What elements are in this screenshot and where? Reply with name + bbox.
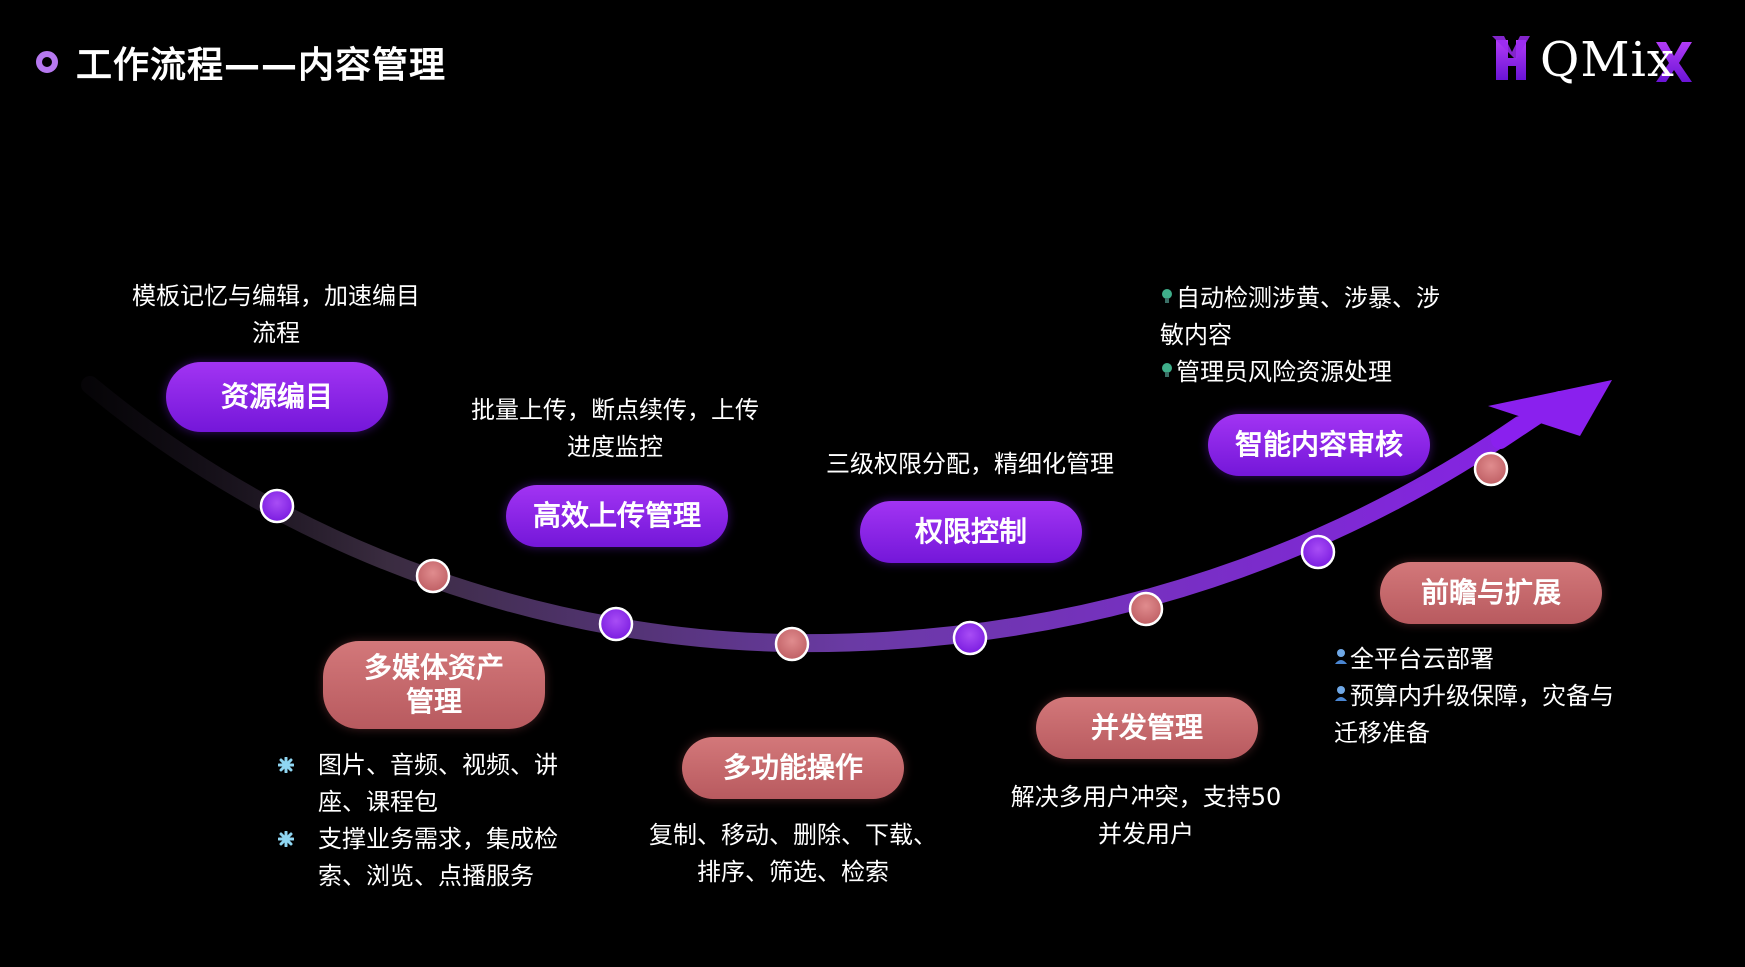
step-3-label: 高效上传管理: [506, 485, 728, 547]
step-8-bullet-line: 迁移准备: [1334, 719, 1430, 747]
user-bullet-icon: [1335, 686, 1347, 701]
step-8-bullet-item: 全平台云部署: [1334, 641, 1674, 678]
step-2-bullet-item: 图片、音频、视频、讲 座、课程包: [278, 747, 588, 821]
step-2-label-line: 多媒体资产: [363, 651, 504, 684]
step-5-desc-line: 三级权限分配，精细化管理: [826, 450, 1114, 478]
step-node-3: [598, 606, 634, 642]
step-node-7: [1300, 534, 1336, 570]
step-7-bullet-line: 敏内容: [1160, 321, 1232, 349]
step-7-label: 智能内容审核: [1208, 414, 1430, 476]
brand-logo-text: QMix: [1540, 32, 1675, 88]
step-6-label: 并发管理: [1036, 697, 1258, 759]
step-3-desc-line: 进度监控: [567, 433, 663, 461]
lightbulb-bullet-icon: [1162, 289, 1172, 303]
step-7-bullet-item: 自动检测涉黄、涉暴、涉: [1160, 280, 1490, 317]
step-node-2: [415, 558, 451, 594]
step-1-label-text: 资源编目: [220, 380, 333, 413]
step-4-label-text: 多功能操作: [722, 751, 863, 784]
page-title: 工作流程——内容管理: [76, 45, 447, 86]
step-node-4: [774, 626, 810, 662]
step-5-label: 权限控制: [860, 501, 1082, 563]
step-1-desc-line: 流程: [252, 319, 300, 347]
step-2-bullet-line: 图片、音频、视频、讲: [318, 751, 558, 779]
step-8-bullet-line: 全平台云部署: [1350, 645, 1494, 673]
step-3-label-text: 高效上传管理: [532, 499, 701, 532]
snowflake-bullet-icon: [278, 757, 294, 773]
step-2-bullet-item: 支撑业务需求，集成检 索、浏览、点播服务: [278, 821, 588, 895]
step-node-8: [1473, 451, 1509, 487]
step-7-bullet-list: 自动检测涉黄、涉暴、涉 敏内容 管理员风险资源处理: [1160, 280, 1490, 391]
snowflake-bullet-icon: [278, 831, 294, 847]
step-8-bullet-item: 预算内升级保障，灾备与: [1334, 678, 1674, 715]
step-6-desc-line: 解决多用户冲突，支持50: [1010, 783, 1282, 811]
step-8-bullet-line: 预算内升级保障，灾备与: [1350, 682, 1614, 710]
step-2-bullet-line: 座、课程包: [318, 788, 438, 816]
step-4-label: 多功能操作: [682, 737, 904, 799]
step-4-desc-line: 复制、移动、删除、下载、: [649, 821, 937, 849]
step-6-description: 解决多用户冲突，支持50 并发用户: [976, 779, 1316, 853]
step-node-5: [952, 620, 988, 656]
step-8-label-text: 前瞻与扩展: [1420, 576, 1561, 609]
step-8-bullet-list: 全平台云部署 预算内升级保障，灾备与 迁移准备: [1334, 641, 1674, 752]
step-2-bullet-list: 图片、音频、视频、讲 座、课程包 支撑业务需求，集成检 索、浏览、点播服务: [278, 747, 588, 895]
step-5-label-text: 权限控制: [914, 515, 1027, 548]
step-1-desc-line: 模板记忆与编辑，加速编目: [132, 282, 420, 310]
step-3-desc-line: 批量上传，断点续传，上传: [471, 396, 759, 424]
slide-header: 工作流程——内容管理: [36, 34, 446, 90]
flow-arrowhead-shaft: [1491, 391, 1569, 449]
step-2-label: 多媒体资产 管理: [323, 641, 545, 729]
lightbulb-bullet-icon: [1162, 363, 1172, 377]
step-1-label: 资源编目: [166, 362, 388, 432]
step-6-label-text: 并发管理: [1090, 711, 1203, 744]
step-7-bullet-line: 自动检测涉黄、涉暴、涉: [1176, 284, 1440, 312]
step-node-6: [1128, 591, 1164, 627]
yh-monogram-icon: [1492, 36, 1692, 82]
step-7-label-text: 智能内容审核: [1234, 428, 1403, 461]
step-7-bullet-item: 管理员风险资源处理: [1160, 354, 1490, 391]
step-2-label-line: 管理: [405, 685, 462, 718]
step-4-description: 复制、移动、删除、下载、 排序、筛选、检索: [623, 817, 963, 891]
brand-logo: QMix: [1490, 30, 1700, 90]
step-1-description: 模板记忆与编辑，加速编目 流程: [106, 278, 446, 352]
step-4-desc-line: 排序、筛选、检索: [697, 858, 889, 886]
step-5-description: 三级权限分配，精细化管理: [800, 446, 1140, 483]
step-8-label: 前瞻与扩展: [1380, 562, 1602, 624]
step-7-bullet-line: 管理员风险资源处理: [1176, 358, 1392, 386]
step-3-description: 批量上传，断点续传，上传 进度监控: [445, 392, 785, 466]
step-2-bullet-line: 索、浏览、点播服务: [318, 862, 534, 890]
user-bullet-icon: [1335, 649, 1347, 664]
title-ring-icon: [36, 51, 58, 73]
step-6-desc-line: 并发用户: [1098, 820, 1194, 848]
step-node-1: [259, 488, 295, 524]
step-2-bullet-line: 支撑业务需求，集成检: [318, 825, 558, 853]
